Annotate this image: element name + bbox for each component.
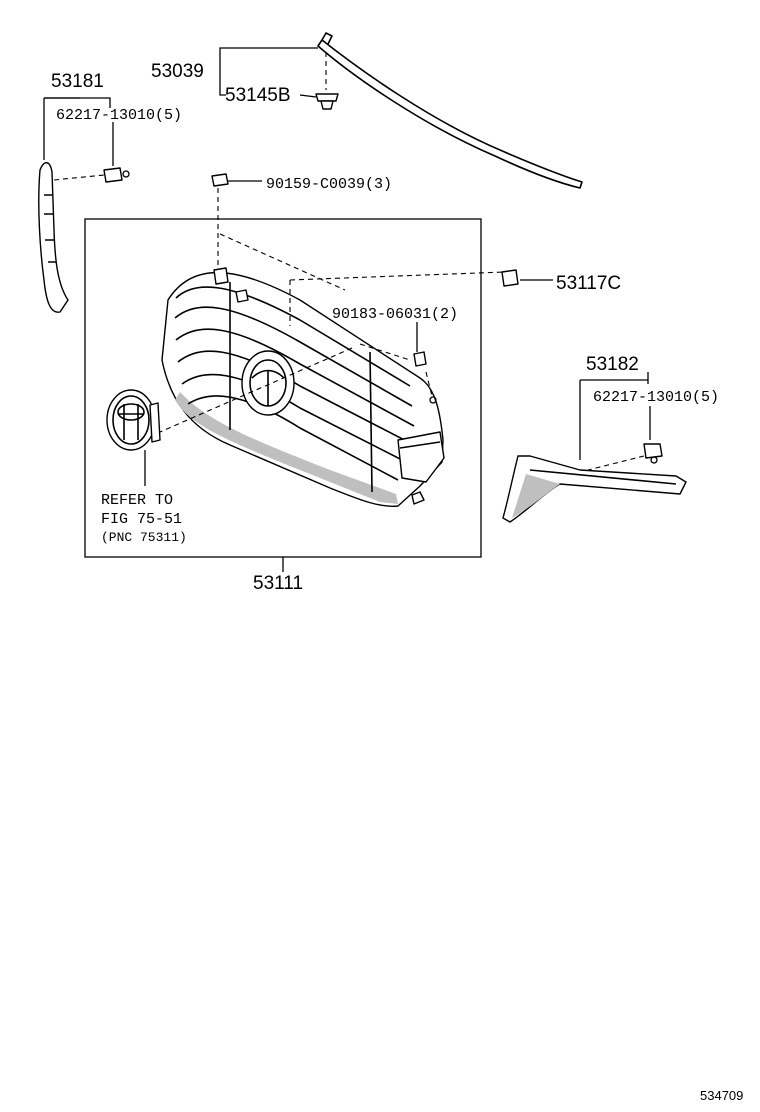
label-62217-right: 62217-13010(5): [593, 389, 719, 406]
label-53182: 53182: [586, 354, 639, 375]
upper-molding-part: [317, 32, 583, 189]
label-53145b: 53145B: [225, 85, 291, 106]
label-53039: 53039: [151, 61, 204, 82]
diagram-id: 534709: [700, 1088, 743, 1103]
label-53181: 53181: [51, 71, 104, 92]
leader-53039: [219, 47, 318, 96]
refer-line-2: FIG 75-51: [101, 511, 182, 528]
emblem-part: [106, 389, 161, 486]
label-90159: 90159-C0039(3): [266, 176, 392, 193]
label-53117c: 53117C: [556, 273, 621, 294]
left-garnish-part: [38, 162, 69, 313]
screw-90159-part: [211, 173, 346, 291]
leader-53181: [43, 97, 111, 160]
label-53111: 53111: [253, 573, 303, 594]
clip-62217-left-part: [53, 122, 130, 183]
grille-leaders: [159, 271, 506, 433]
radiator-grille-part: [161, 267, 445, 508]
leader-53182: [579, 372, 651, 460]
clip-53145b-part: [299, 52, 339, 110]
label-62217-left: 62217-13010(5): [56, 107, 182, 124]
right-garnish-part: [502, 455, 687, 523]
refer-line-1: REFER TO: [101, 492, 173, 509]
clip-62217-right-part: [587, 443, 663, 471]
refer-line-3: (PNC 75311): [101, 530, 187, 545]
clip-53117c-part: [501, 269, 553, 287]
label-90183: 90183-06031(2): [332, 306, 458, 323]
